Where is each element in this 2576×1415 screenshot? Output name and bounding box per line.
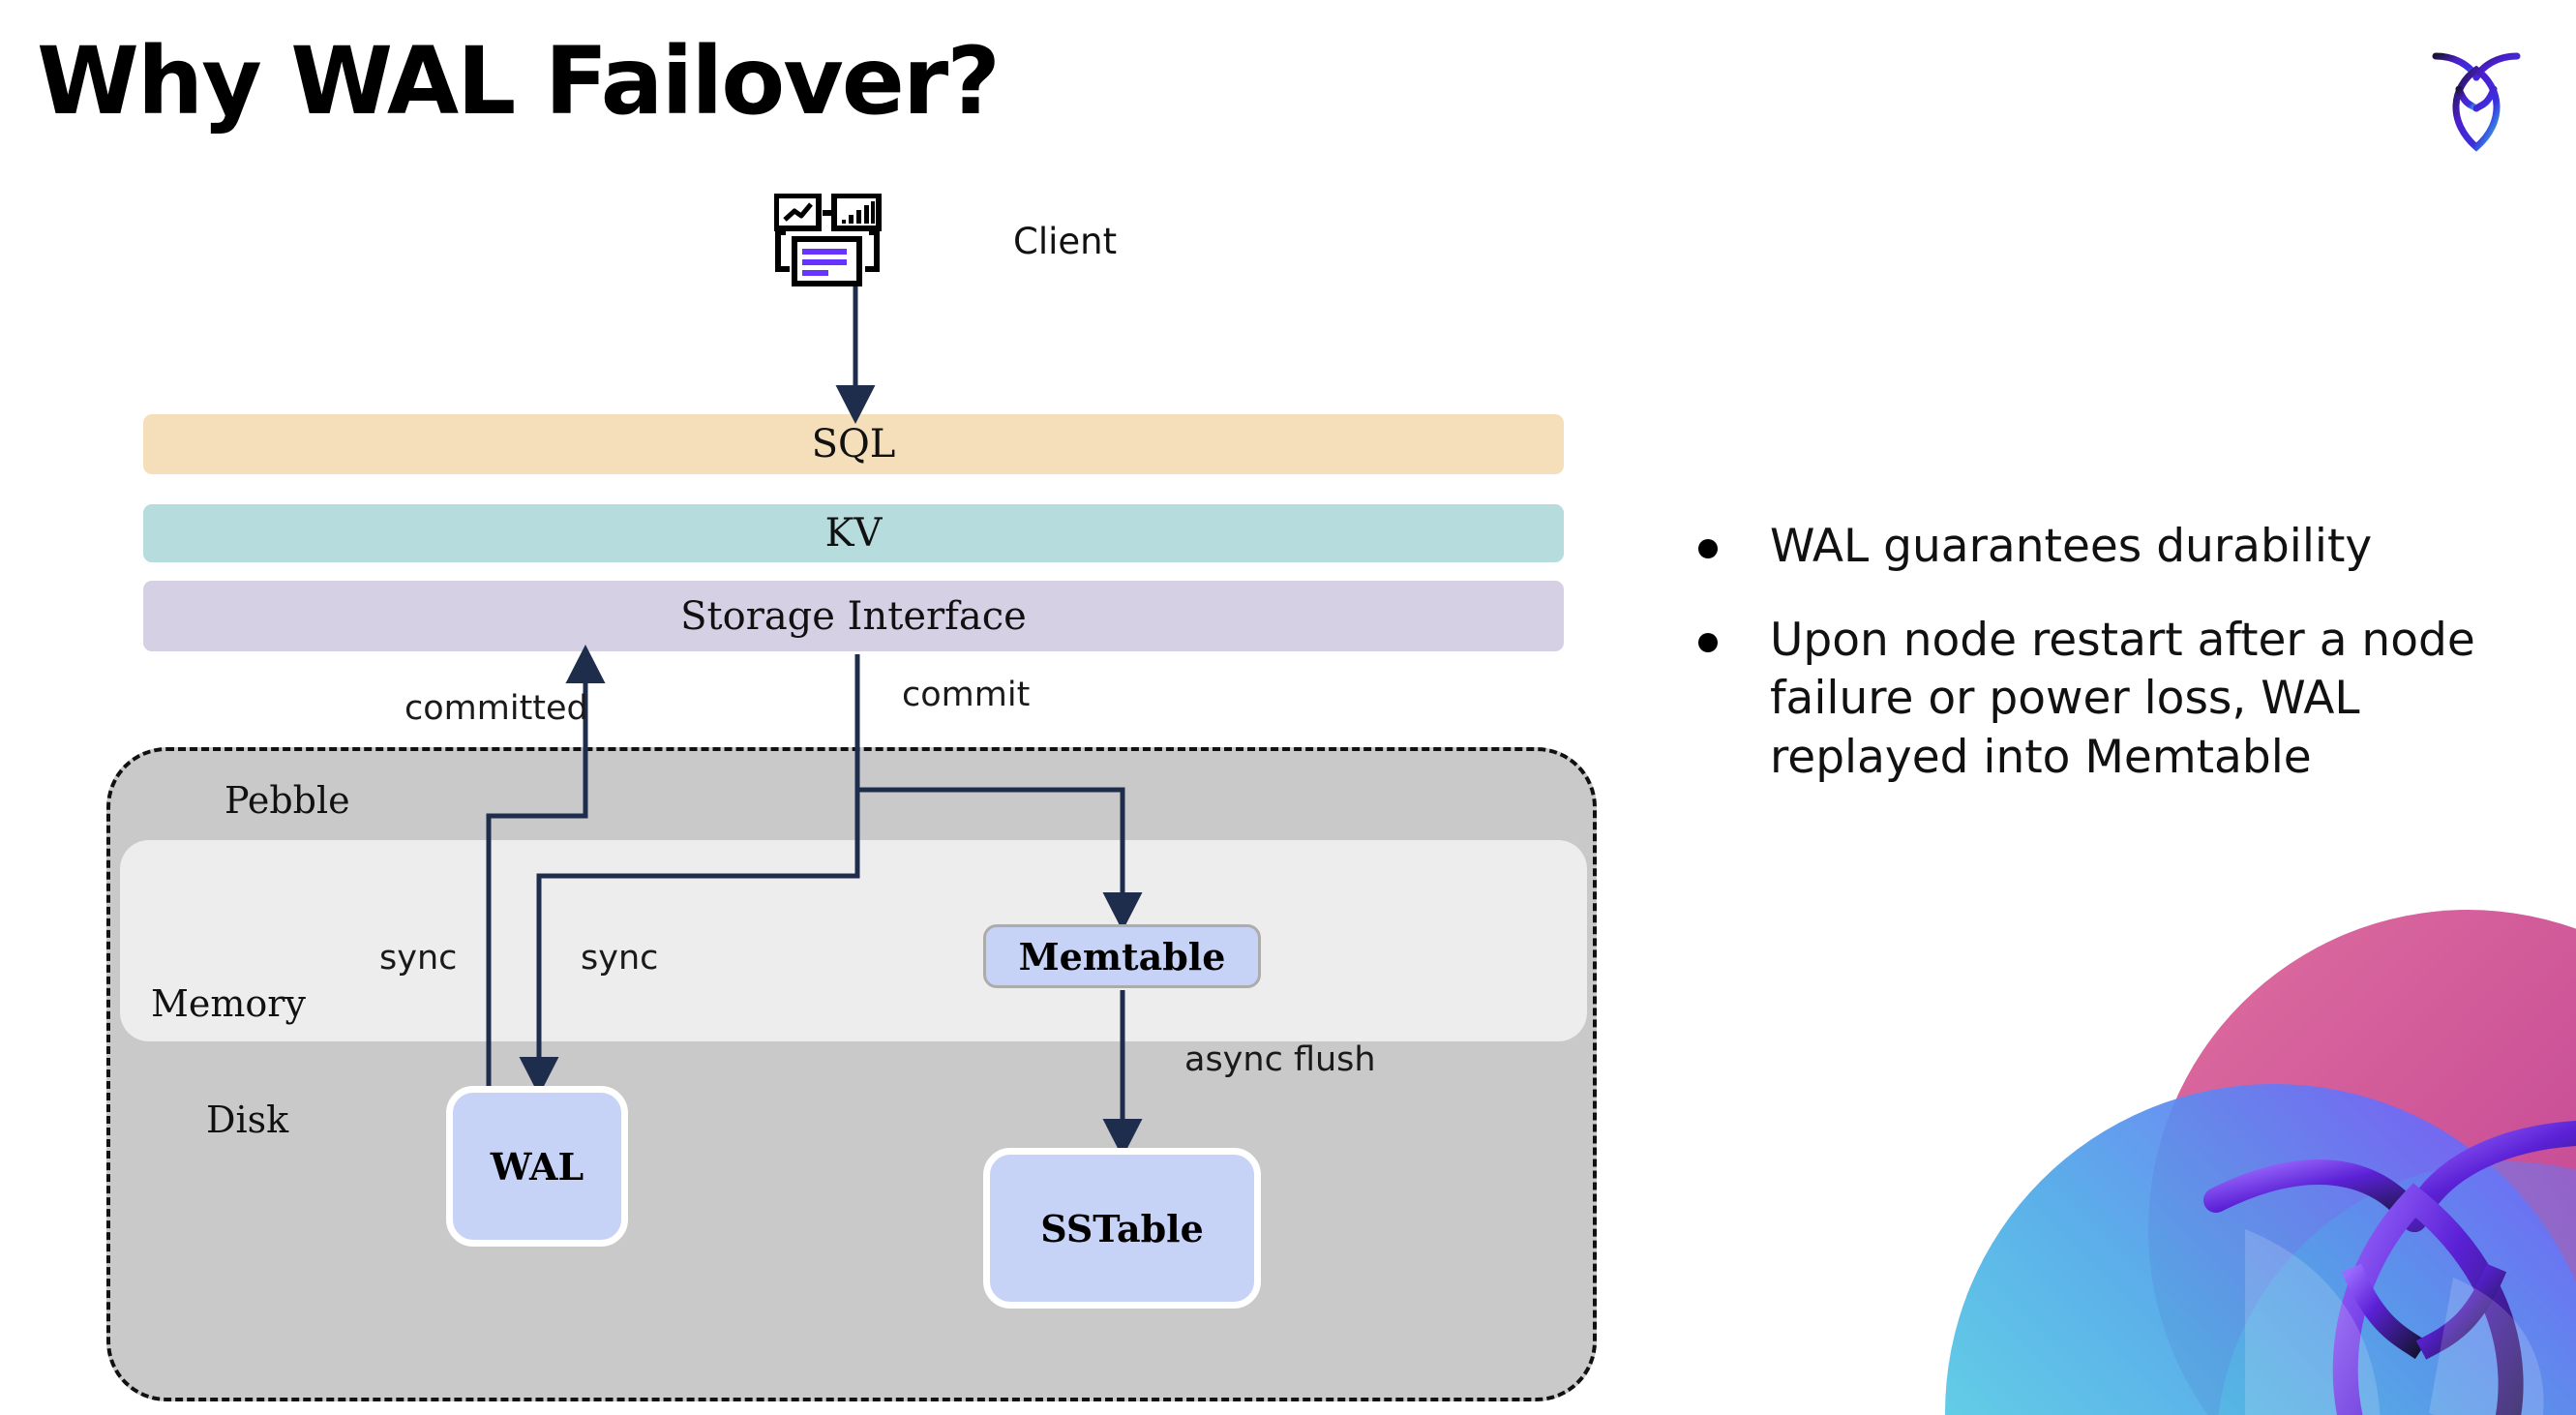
layer-kv[interactable]: KV	[143, 504, 1564, 562]
node-memtable[interactable]: Memtable	[983, 924, 1261, 988]
memory-region	[120, 840, 1587, 1041]
disk-label: Disk	[206, 1099, 289, 1141]
node-sstable[interactable]: SSTable	[983, 1148, 1261, 1309]
edge-label-committed: committed	[404, 689, 588, 728]
cockroachdb-watermark	[1945, 910, 2576, 1415]
layer-kv-label: KV	[824, 511, 883, 556]
bullet-dot-icon	[1698, 539, 1718, 558]
cockroachdb-logo	[2432, 52, 2521, 152]
bullet-list: WAL guarantees durability Upon node rest…	[1698, 518, 2501, 823]
bullet-text: Upon node restart after a node failure o…	[1770, 613, 2475, 784]
layer-sql-label: SQL	[811, 422, 896, 467]
memory-label: Memory	[151, 982, 306, 1025]
edge-label-async-flush: async flush	[1184, 1040, 1376, 1079]
edge-label-commit: commit	[902, 676, 1031, 714]
list-item: WAL guarantees durability	[1698, 518, 2501, 577]
page-title: Why WAL Failover?	[37, 27, 1001, 135]
layer-sql[interactable]: SQL	[143, 414, 1564, 474]
client-monitoring-icon	[774, 194, 882, 286]
node-wal-label: WAL	[490, 1144, 584, 1189]
layer-storage-interface-label: Storage Interface	[680, 593, 1027, 639]
client-label: Client	[1013, 221, 1118, 262]
node-sstable-label: SSTable	[1040, 1206, 1204, 1250]
pebble-label: Pebble	[225, 779, 350, 822]
bullet-dot-icon	[1698, 632, 1718, 652]
layer-storage-interface[interactable]: Storage Interface	[143, 581, 1564, 651]
bullet-text: WAL guarantees durability	[1770, 520, 2373, 573]
node-wal[interactable]: WAL	[446, 1086, 628, 1247]
edge-label-sync-wal: sync	[581, 939, 659, 978]
node-memtable-label: Memtable	[1018, 934, 1226, 978]
edge-label-sync-committed: sync	[379, 939, 458, 978]
list-item: Upon node restart after a node failure o…	[1698, 612, 2501, 788]
